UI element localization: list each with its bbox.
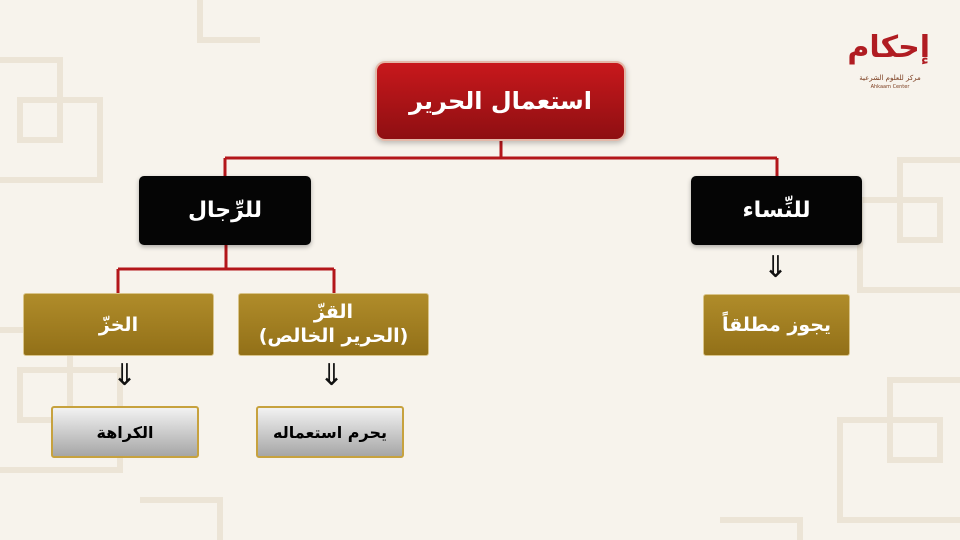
root-label: استعمال الحرير	[409, 87, 592, 115]
women-node: للنِّساء	[691, 176, 862, 245]
women-arrow-icon: ⇓	[763, 250, 789, 285]
qaz-note: (الحرير الخالص)	[258, 324, 409, 347]
men-label: للرِّجال	[187, 198, 263, 223]
women-result-node: يجوز مطلقاً	[703, 294, 850, 356]
women-label: للنِّساء	[742, 198, 811, 223]
brand-logo: إحكام مركز للعلوم الشرعية Ahkaam Center	[847, 27, 930, 93]
khaz-result-label: الكراهة	[96, 422, 154, 442]
qaz-result-label: يحرم استعماله	[273, 422, 388, 442]
qaz-arrow-icon: ⇓	[319, 358, 345, 393]
khaz-title: الخزّ	[98, 313, 139, 336]
logo-name: إحكام	[847, 30, 930, 65]
khaz-result-node: الكراهة	[51, 406, 199, 458]
qaz-title: القزّ	[313, 300, 354, 323]
root-node: استعمال الحرير	[375, 61, 626, 141]
logo-tagline: Ahkaam Center	[870, 84, 910, 90]
khaz-node: الخزّ	[23, 293, 214, 356]
men-node: للرِّجال	[139, 176, 311, 245]
women-result-label: يجوز مطلقاً	[721, 314, 832, 336]
logo-subtitle: مركز للعلوم الشرعية	[859, 74, 921, 82]
khaz-arrow-icon: ⇓	[112, 358, 138, 393]
qaz-node: القزّ (الحرير الخالص)	[238, 293, 429, 356]
qaz-result-node: يحرم استعماله	[256, 406, 404, 458]
